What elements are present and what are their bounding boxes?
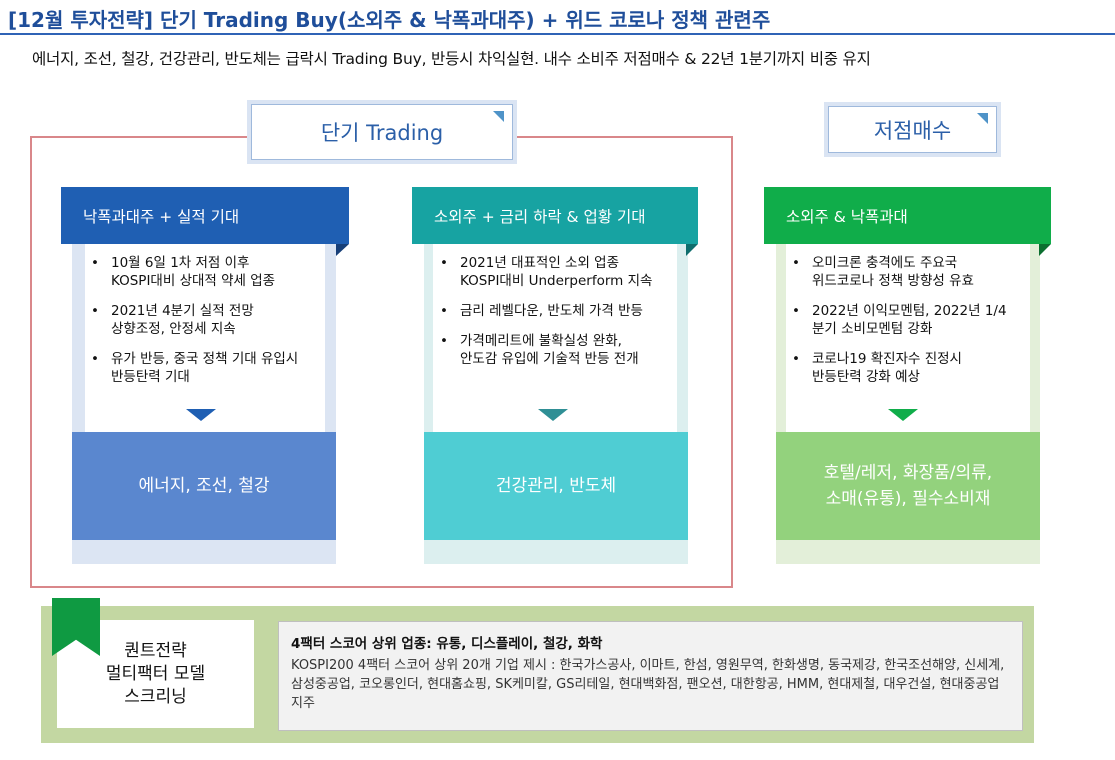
low-buy-label: 저점매수 bbox=[828, 106, 997, 153]
column-1-result-text: 에너지, 조선, 철강 bbox=[138, 476, 270, 496]
list-item: 가격메리트에 불확실성 완화, 안도감 유입에 기술적 반등 전개 bbox=[436, 332, 686, 368]
list-item: 2021년 4분기 실적 전망 상향조정, 안정세 지속 bbox=[87, 302, 327, 338]
quant-line-3: 스크리닝 bbox=[124, 686, 187, 707]
column-2-bullets: 2021년 대표적인 소외 업종 KOSPI대비 Underperform 지속… bbox=[436, 254, 686, 380]
column-2-fold bbox=[686, 244, 698, 256]
low-buy-label-text: 저점매수 bbox=[873, 118, 952, 143]
page-subtitle: 에너지, 조선, 철강, 건강관리, 반도체는 급락시 Trading Buy,… bbox=[32, 50, 871, 68]
column-2-header: 소외주 + 금리 하락 & 업황 기대 bbox=[412, 187, 698, 244]
column-1-result: 에너지, 조선, 철강 bbox=[72, 432, 336, 540]
page-title: [12월 투자전략] 단기 Trading Buy(소외주 & 낙폭과대주) +… bbox=[8, 8, 771, 32]
column-3-result-line2: 소매(유통), 필수소비재 bbox=[825, 489, 991, 509]
column-3-header-text: 소외주 & 낙폭과대 bbox=[786, 207, 908, 226]
column-1-header-text: 낙폭과대주 + 실적 기대 bbox=[83, 207, 240, 226]
column-2-header-text: 소외주 + 금리 하락 & 업황 기대 bbox=[434, 207, 646, 226]
column-3-bullets: 오미크론 충격에도 주요국 위드코로나 정책 방향성 유효 2022년 이익모멘… bbox=[788, 254, 1038, 398]
column-2-result: 건강관리, 반도체 bbox=[424, 432, 688, 540]
list-item: 2021년 대표적인 소외 업종 KOSPI대비 Underperform 지속 bbox=[436, 254, 686, 290]
short-trading-label: 단기 Trading bbox=[251, 104, 513, 160]
column-1-bullets: 10월 6일 1차 저점 이후 KOSPI대비 상대적 약세 업종 2021년 … bbox=[87, 254, 327, 398]
column-1-header: 낙폭과대주 + 실적 기대 bbox=[61, 187, 349, 244]
column-2-result-text: 건강관리, 반도체 bbox=[495, 476, 617, 496]
factor-text: KOSPI200 4팩터 스코어 상위 20개 기업 제시 : 한국가스공사, … bbox=[291, 658, 1005, 711]
corner-triangle-icon bbox=[493, 111, 504, 122]
short-trading-label-text: 단기 Trading bbox=[320, 121, 444, 145]
quant-line-2: 멀티팩터 모델 bbox=[105, 663, 206, 684]
list-item: 금리 레벨다운, 반도체 가격 반등 bbox=[436, 302, 686, 320]
column-1-fold bbox=[336, 244, 349, 256]
list-item: 10월 6일 1차 저점 이후 KOSPI대비 상대적 약세 업종 bbox=[87, 254, 327, 290]
quant-line-1: 퀀트전략 bbox=[124, 640, 187, 661]
list-item: 코로나19 확진자수 진정시 반등탄력 강화 예상 bbox=[788, 350, 1038, 386]
down-arrow-icon bbox=[186, 409, 216, 421]
list-item: 오미크론 충격에도 주요국 위드코로나 정책 방향성 유효 bbox=[788, 254, 1038, 290]
column-3-fold bbox=[1039, 244, 1051, 256]
column-3-result-line1: 호텔/레저, 화장품/의류, bbox=[823, 463, 993, 483]
down-arrow-icon bbox=[888, 409, 918, 421]
list-item: 2022년 이익모멘텀, 2022년 1/4 분기 소비모멘텀 강화 bbox=[788, 302, 1038, 338]
factor-title: 4팩터 스코어 상위 업종: 유통, 디스플레이, 철강, 화학 bbox=[291, 636, 603, 652]
column-3-header: 소외주 & 낙폭과대 bbox=[764, 187, 1051, 244]
corner-triangle-icon bbox=[977, 113, 988, 124]
column-3-result: 호텔/레저, 화장품/의류, 소매(유통), 필수소비재 bbox=[776, 432, 1040, 540]
factor-screening-box: 4팩터 스코어 상위 업종: 유통, 디스플레이, 철강, 화학 KOSPI20… bbox=[278, 621, 1023, 731]
down-arrow-icon bbox=[538, 409, 568, 421]
list-item: 유가 반등, 중국 정책 기대 유입시 반등탄력 기대 bbox=[87, 350, 327, 386]
title-divider bbox=[0, 33, 1115, 35]
